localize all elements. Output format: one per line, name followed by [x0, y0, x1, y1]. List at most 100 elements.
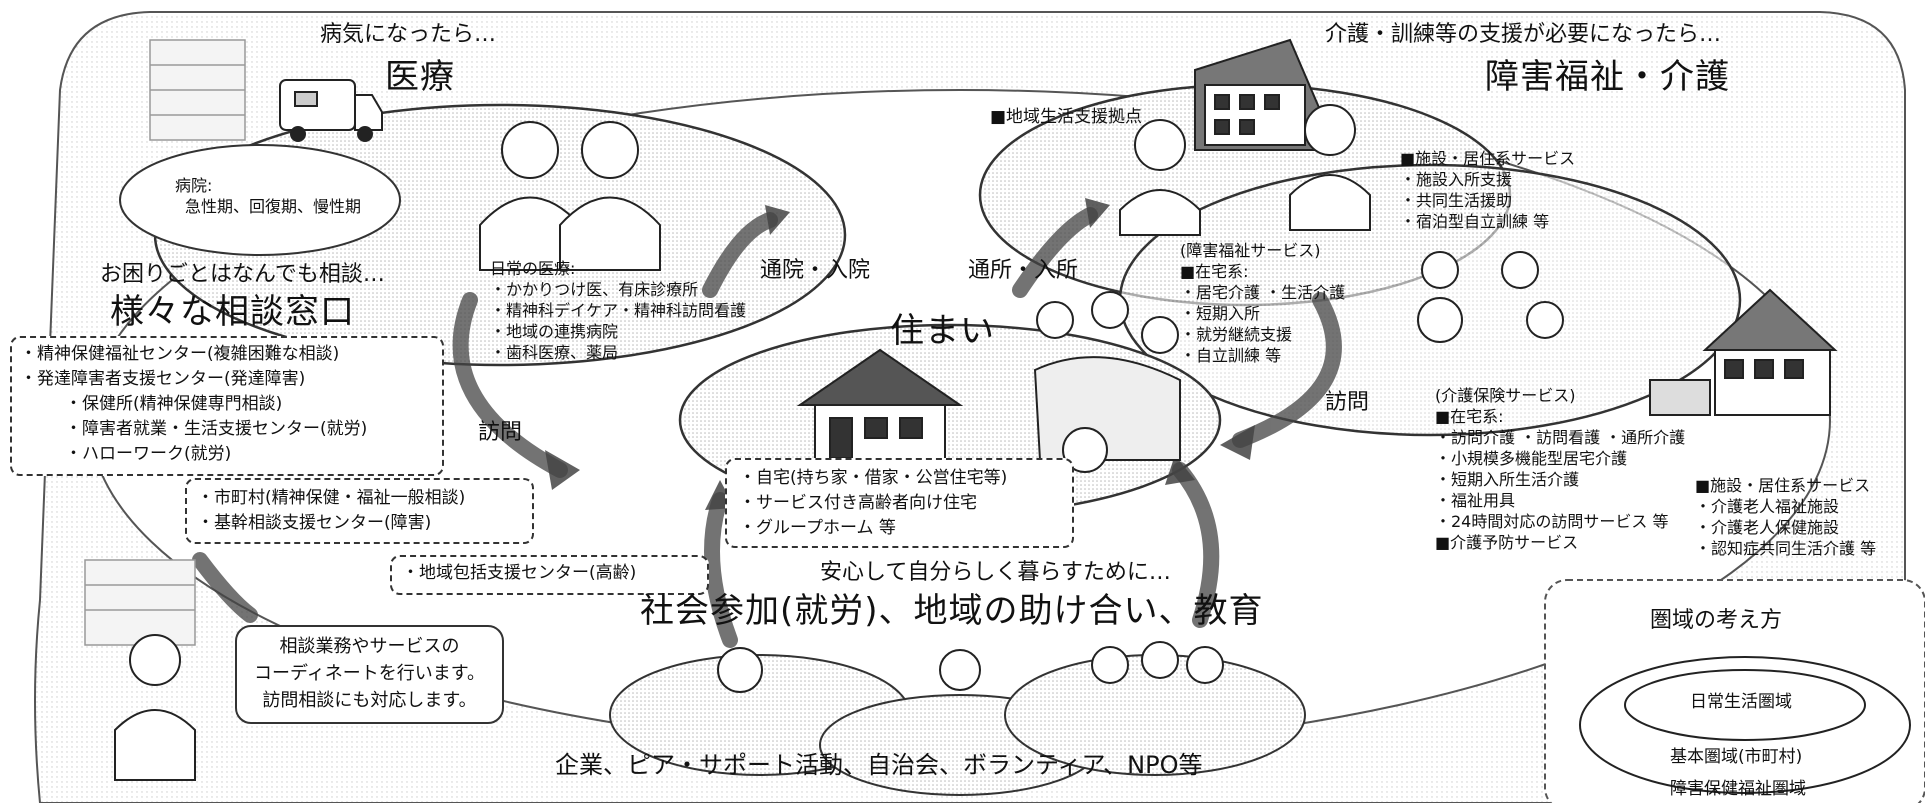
housing-line: ・サービス付き高齢者向け住宅 — [739, 493, 977, 513]
disability-line: ・短期入所 — [1180, 304, 1261, 323]
zone-inner-label: 日常生活圏域 — [1690, 692, 1792, 712]
doctors-icon — [479, 121, 661, 271]
disability-line: ・就労継続支援 — [1180, 325, 1293, 344]
hospital-ellipse — [119, 144, 401, 256]
coordinator-line: 訪問相談にも対応します。 — [262, 690, 477, 711]
hospital-route-label: 通院・入院 — [760, 258, 871, 283]
counselor-icon — [114, 634, 196, 781]
housing-title: 住まい — [890, 311, 995, 351]
housing-line: ・自宅(持ち家・借家・公営住宅等) — [739, 468, 1008, 488]
municipal-line: ・市町村(精神保健・福祉一般相談) — [197, 488, 466, 508]
hub-label: ■地域生活支援拠点 — [990, 107, 1143, 127]
housing-line: ・グループホーム 等 — [739, 518, 896, 538]
care-facility-text: ■施設・居住系サービス ・介護老人福祉施設 ・介護老人保健施設 ・認知症共同生活… — [1695, 475, 1876, 559]
visit-right-label: 訪問 — [1325, 390, 1370, 415]
consult-box: ・精神保健福祉センター(複雑困難な相談) ・発達障害者支援センター(発達障害) … — [10, 336, 444, 476]
office-building-icon — [84, 559, 196, 646]
care-line: ・福祉用具 — [1435, 491, 1516, 510]
arrow-visit-left — [452, 292, 568, 478]
consult-lead: お困りごとはなんでも相談… — [100, 262, 385, 287]
hospital-line: 病院: — [175, 176, 213, 195]
consult-line: ・精神保健福祉センター(複雑困難な相談) — [20, 344, 340, 364]
ambulance-icon — [279, 79, 383, 142]
arrowhead-daycare — [1085, 198, 1110, 228]
community-title: 社会参加(就労)、地域の助け合い、教育 — [640, 591, 1264, 631]
housing-list: ・自宅(持ち家・借家・公営住宅等) ・サービス付き高齢者向け住宅 ・グループホー… — [739, 466, 1007, 541]
consult-line: ・保健所(精神保健専門相談) — [65, 394, 283, 414]
consult-title: 様々な相談窓口 — [110, 292, 355, 332]
care-facility-line: ・認知症共同生活介護 等 — [1695, 539, 1877, 558]
facility-line: ・共同生活援助 — [1400, 191, 1513, 210]
consult-line: ・ハローワーク(就労) — [65, 444, 232, 464]
coordinator-text: 相談業務やサービスの コーディネートを行います。 訪問相談にも対応します。 — [237, 633, 502, 714]
disability-line: ■在宅系: — [1180, 262, 1249, 281]
medical-title: 医療 — [385, 57, 455, 97]
facility-building-icon — [1194, 38, 1321, 151]
arrow-consult — [192, 552, 258, 623]
daily-line: ・かかりつけ医、有床診療所 — [490, 280, 699, 299]
facility-line: ■施設・居住系サービス — [1400, 149, 1576, 168]
hospital-text: 病院: 急性期、回復期、慢性期 — [175, 175, 361, 217]
care-line: ・訪問介護 ・訪問看護 ・通所介護 — [1435, 428, 1686, 447]
arrowhead-visit — [545, 450, 580, 490]
municipal-box: ・市町村(精神保健・福祉一般相談) ・基幹相談支援センター(障害) — [185, 478, 534, 544]
coordinator-bubble: 相談業務やサービスの コーディネートを行います。 訪問相談にも対応します。 — [235, 625, 504, 724]
care-line: ・24時間対応の訪問サービス 等 — [1435, 512, 1669, 531]
daily-line: 日常の医療: — [490, 259, 576, 278]
care-line: ■介護予防サービス — [1435, 533, 1579, 552]
zone-middle-label: 基本圏域(市町村) — [1670, 747, 1803, 767]
care-line: ■在宅系: — [1435, 407, 1504, 426]
facility-line: ・宿泊型自立訓練 等 — [1400, 212, 1550, 231]
zone-outer-label: 障害保健福祉圏域 — [1670, 779, 1806, 799]
medical-lead: 病気になったら… — [320, 22, 497, 47]
arrow-visit-right — [1232, 292, 1342, 448]
care-service-text: (介護保険サービス) ■在宅系: ・訪問介護 ・訪問看護 ・通所介護 ・小規模多… — [1435, 385, 1685, 553]
consult-line: ・障害者就業・生活支援センター(就労) — [65, 419, 368, 439]
arrow-community-left — [704, 492, 738, 648]
care-facility-line: ・介護老人福祉施設 — [1695, 497, 1840, 516]
daycare-route-label: 通所・入所 — [968, 258, 1079, 283]
hospital-building-icon — [149, 39, 246, 141]
care-line: ・短期入所生活介護 — [1435, 470, 1580, 489]
hospital-line: 急性期、回復期、慢性期 — [185, 197, 362, 216]
zones-title: 圏域の考え方 — [1650, 608, 1783, 633]
care-line: (介護保険サービス) — [1435, 386, 1576, 405]
daily-line: ・精神科デイケア・精神科訪問看護 — [490, 301, 747, 320]
elderly-box: ・地域包括支援センター(高齢) — [390, 555, 709, 595]
disability-line: (障害福祉サービス) — [1180, 241, 1321, 260]
arrow-community-right — [1172, 462, 1220, 628]
housing-box: ・自宅(持ち家・借家・公営住宅等) ・サービス付き高齢者向け住宅 ・グループホー… — [725, 458, 1074, 548]
arrow-hospital — [702, 212, 778, 298]
disability-service-text: (障害福祉サービス) ■在宅系: ・居宅介護 ・生活介護 ・短期入所 ・就労継続… — [1180, 240, 1345, 366]
disability-line: ・居宅介護 ・生活介護 — [1180, 283, 1346, 302]
facility-text: ■施設・居住系サービス ・施設入所支援 ・共同生活援助 ・宿泊型自立訓練 等 — [1400, 148, 1575, 232]
care-workers-icon — [1119, 104, 1371, 236]
daily-medical-text: 日常の医療: ・かかりつけ医、有床診療所 ・精神科デイケア・精神科訪問看護 ・地… — [490, 258, 746, 363]
family-icon — [1033, 291, 1181, 473]
care-building-icon — [1649, 288, 1838, 416]
community-bottom: 企業、ピア・サポート活動、自治会、ボランティア、NPO等 — [555, 751, 1203, 779]
wheelchair-seniors-icon — [1417, 251, 1564, 343]
arrowhead-community-right — [1165, 455, 1195, 485]
daily-line: ・歯科医療、薬局 — [490, 343, 619, 362]
municipal-list: ・市町村(精神保健・福祉一般相談) ・基幹相談支援センター(障害) — [197, 486, 465, 536]
consult-line: ・発達障害者支援センター(発達障害) — [20, 369, 306, 389]
care-facility-line: ・介護老人保健施設 — [1695, 518, 1840, 537]
elderly-line: ・地域包括支援センター(高齢) — [402, 563, 637, 583]
disability-line: ・自立訓練 等 — [1180, 346, 1282, 365]
coordinator-line: コーディネートを行います。 — [254, 663, 485, 684]
arrow-daycare — [1012, 207, 1098, 298]
municipal-line: ・基幹相談支援センター(障害) — [197, 513, 432, 533]
care-facility-line: ■施設・居住系サービス — [1695, 476, 1871, 495]
arrowhead-hospital — [765, 205, 790, 235]
facility-line: ・施設入所支援 — [1400, 170, 1513, 189]
care-line: ・小規模多機能型居宅介護 — [1435, 449, 1628, 468]
coordinator-line: 相談業務やサービスの — [279, 636, 460, 657]
welfare-lead: 介護・訓練等の支援が必要になったら… — [1325, 22, 1722, 47]
welfare-title: 障害福祉・介護 — [1485, 57, 1730, 97]
community-lead: 安心して自分らしく暮らすために… — [820, 560, 1171, 585]
zone-inner-ellipse — [1624, 669, 1866, 741]
arrowhead-visit-right — [1220, 425, 1255, 460]
